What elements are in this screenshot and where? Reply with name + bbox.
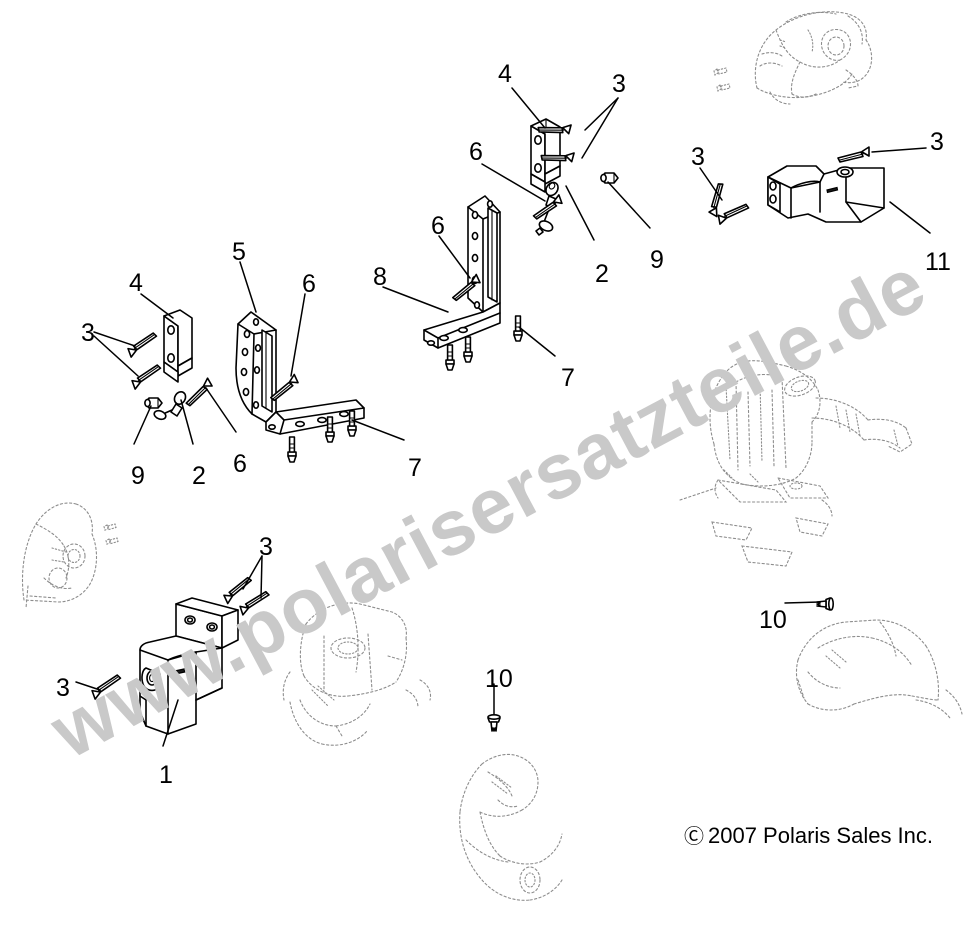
callout-10: 10: [759, 606, 787, 634]
ghost-airbox-right: [679, 360, 913, 567]
callout-5: 5: [232, 238, 246, 266]
fastener-9-top: [600, 172, 619, 184]
part-1-bracket: [139, 597, 239, 735]
fastener-3-bl-a: [220, 575, 257, 605]
fastener-3-bl-b: [237, 590, 274, 616]
callout-7: 7: [561, 364, 575, 392]
callout-6: 6: [233, 450, 247, 478]
callout-4: 4: [498, 60, 512, 88]
ghost-arm-right: [795, 619, 963, 719]
callout-6: 6: [469, 138, 483, 166]
part-11-heat-shield-bracket: [767, 165, 885, 223]
callout-3: 3: [81, 319, 95, 347]
callout-3: 3: [691, 143, 705, 171]
ghost-arm-bottom-center: [459, 753, 563, 901]
callout-3: 3: [56, 674, 70, 702]
fastener-7-f: [347, 410, 357, 437]
fastener-7-e: [325, 416, 335, 443]
copyright-symbol: Ⓒ: [684, 826, 704, 848]
fastener-3-right-upper: [837, 146, 870, 163]
callout-1: 1: [159, 761, 173, 789]
fastener-3-left-b: [129, 363, 166, 390]
fastener-10-center: [487, 713, 501, 732]
callout-6: 6: [302, 270, 316, 298]
part-5-angle-bracket-left: [235, 311, 365, 435]
callout-11: 11: [925, 248, 951, 276]
callout-9: 9: [650, 246, 664, 274]
callout-3: 3: [930, 128, 944, 156]
callout-4: 4: [129, 269, 143, 297]
callout-3: 3: [612, 70, 626, 98]
part-4-mount-block-left: [163, 309, 193, 383]
callout-7: 7: [408, 454, 422, 482]
fastener-9-left: [144, 397, 163, 409]
copyright-text: 2007 Polaris Sales Inc.: [708, 823, 934, 848]
fastener-7-a: [445, 344, 455, 371]
ghost-panel-left: [21, 502, 119, 609]
callout-6: 6: [431, 212, 445, 240]
callout-2: 2: [595, 260, 609, 288]
callout-3: 3: [259, 533, 273, 561]
part-2-rod-end-link-left: [153, 390, 187, 421]
fastener-3-right-left-b: [716, 203, 752, 225]
callout-8: 8: [373, 263, 387, 291]
callout-9: 9: [131, 462, 145, 490]
leader-lines: [75, 87, 931, 747]
callout-2: 2: [192, 462, 206, 490]
callout-10: 10: [485, 665, 513, 693]
fastener-10-right: [816, 597, 835, 611]
ghost-gearcase-top-right: [713, 11, 873, 105]
fastener-7-b: [463, 336, 473, 363]
ghost-frame-bottom-center: [282, 602, 432, 746]
fastener-3-bl-c: [89, 673, 126, 700]
fastener-7-d: [287, 436, 297, 463]
